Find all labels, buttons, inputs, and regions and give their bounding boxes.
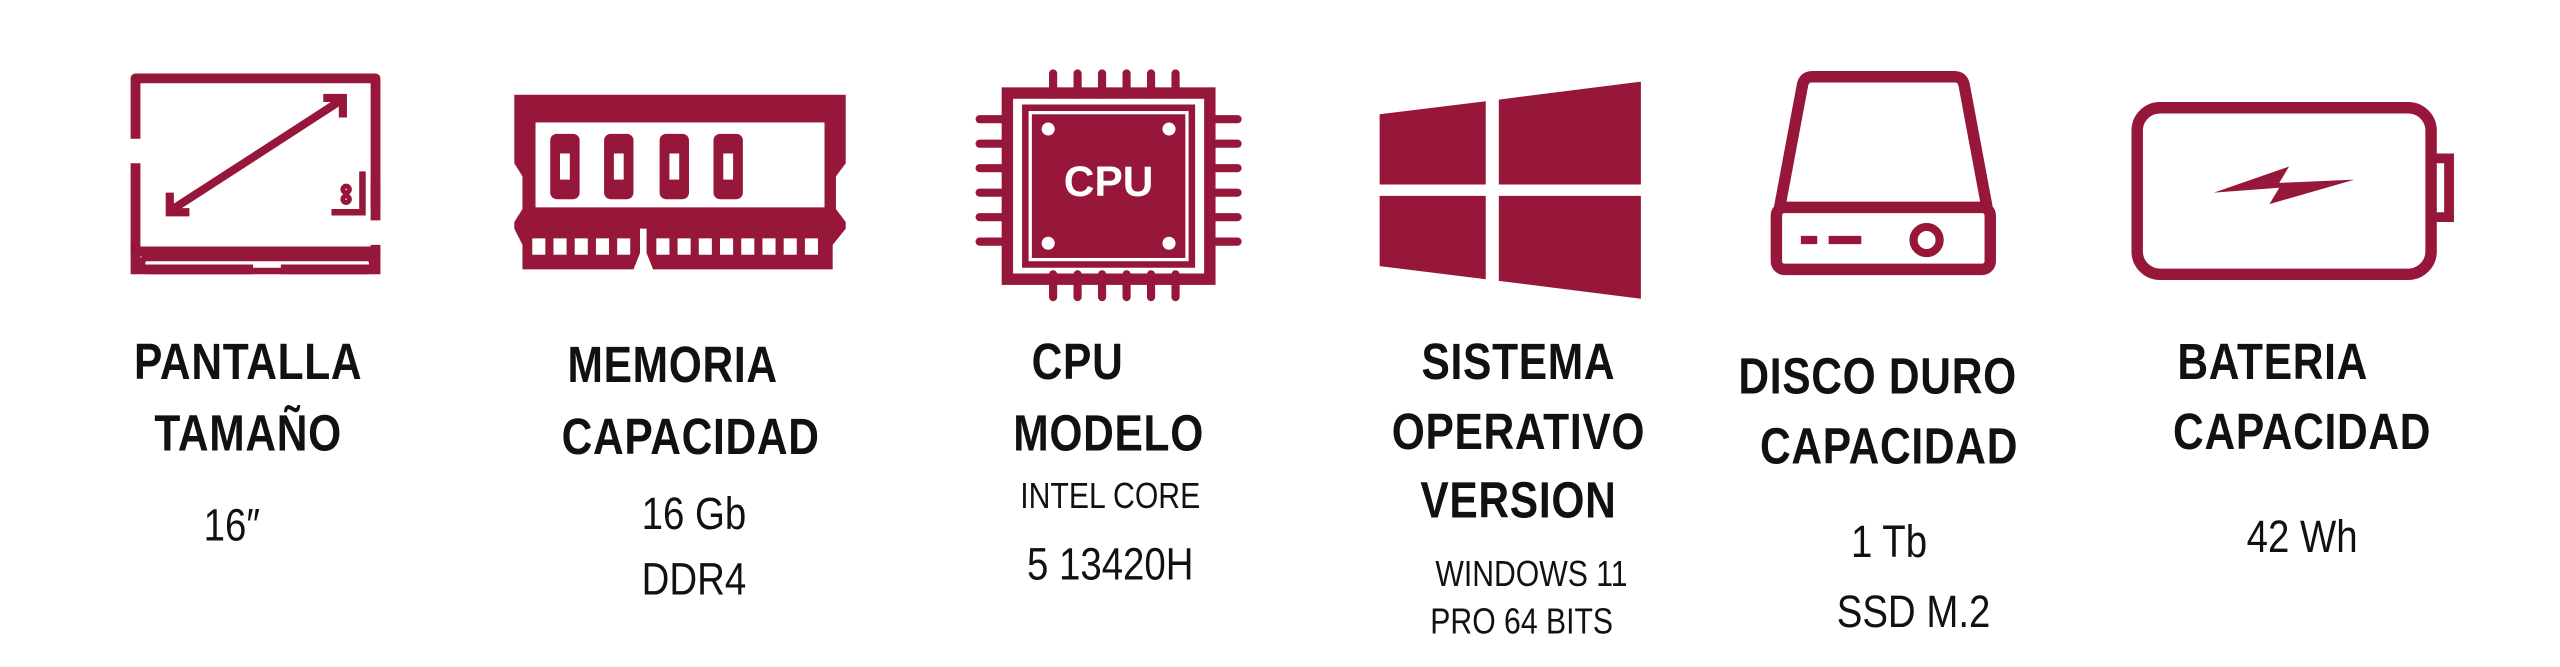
cpu-value-2: 5 13420H [1026,538,1194,590]
ram-memory-icon [514,94,846,270]
cpu-chip-icon [975,69,1242,302]
cpu-value-1: INTEL CORE [1020,475,1201,516]
windows-logo-icon [1379,81,1641,299]
bateria-title-2: CAPACIDAD [2173,403,2432,461]
sistema-title-3: VERSION [1420,471,1617,529]
hard-drive-icon [1770,71,1996,276]
disco-title-1: DISCO DURO [1738,347,2017,405]
cpu-icon-label: CPU [1064,158,1154,205]
disco-value-2: SSD M.2 [1836,586,1991,637]
disco-title-2: CAPACIDAD [1759,417,2019,476]
monitor-size-icon [130,73,381,275]
icons-layer: CPU [130,69,2454,302]
memoria-title-1: MEMORIA [567,336,778,394]
memoria-value-1: 16 Gb [641,488,747,539]
sistema-value-2: PRO 64 BITS [1430,600,1614,642]
sistema-title-1: SISTEMA [1421,333,1616,391]
memoria-title-2: CAPACIDAD [561,408,820,466]
pantalla-value: 16″ [203,499,261,551]
pantalla-title-1: PANTALLA [134,333,363,391]
disco-value-1: 1 Tb [1850,515,1928,567]
cpu-title-1: CPU [1031,333,1124,391]
bateria-title-1: BATERIA [2177,333,2369,391]
memoria-value-2: DDR4 [641,553,747,605]
pantalla-title-2: TAMAÑO [154,404,342,463]
cpu-title-2: MODELO [1013,404,1204,463]
bateria-value: 42 Wh [2246,511,2358,562]
sistema-value-1: WINDOWS 11 [1435,553,1628,595]
sistema-title-2: OPERATIVO [1391,403,1646,461]
battery-icon [2131,102,2454,281]
